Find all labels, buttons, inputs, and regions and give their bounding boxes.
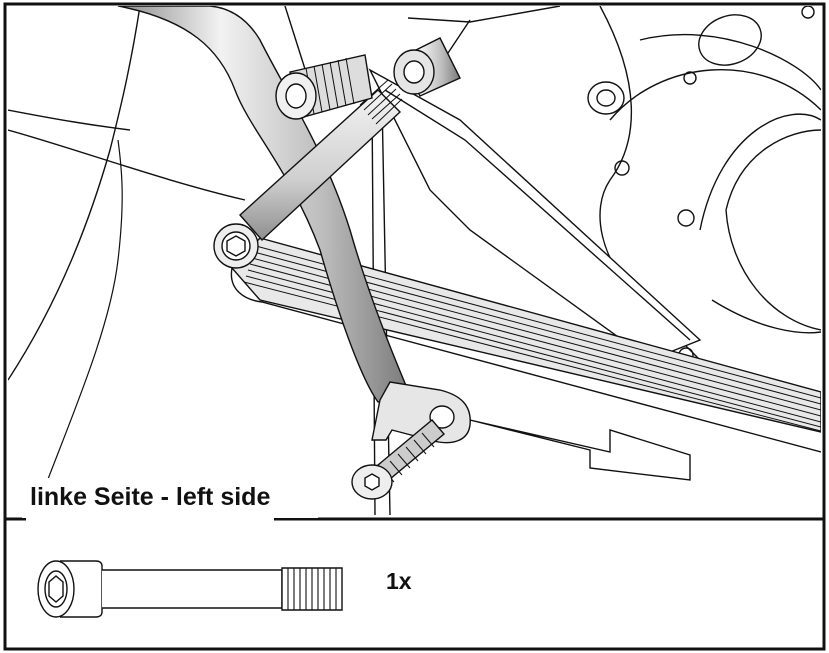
motorcycle-side-view bbox=[8, 6, 821, 516]
engine-cover-ring bbox=[609, 33, 821, 334]
footboard-base bbox=[230, 267, 821, 453]
bolt-hole bbox=[596, 89, 616, 107]
threaded-stud bbox=[275, 54, 373, 120]
outer-border bbox=[3, 2, 826, 651]
engine-lobe bbox=[698, 14, 762, 66]
lower-mount-tab bbox=[371, 381, 471, 444]
bolt-hole bbox=[587, 81, 625, 115]
spacer-sleeve bbox=[393, 37, 461, 97]
footboard-ribs bbox=[243, 245, 821, 432]
bolt-hole bbox=[801, 6, 815, 19]
fender-arc bbox=[8, 6, 141, 381]
crash-bar-tube bbox=[117, 6, 411, 403]
bolt-hole bbox=[677, 209, 695, 227]
tire-curve-2 bbox=[8, 109, 131, 131]
tire-curve bbox=[8, 129, 246, 201]
mounting-bolt bbox=[213, 79, 403, 269]
button-head-bolt bbox=[351, 419, 445, 500]
bolt-hole bbox=[614, 160, 630, 176]
wheel-arc bbox=[39, 139, 123, 501]
bolt-hole bbox=[683, 71, 697, 85]
diagram-caption: linke Seite - left side bbox=[26, 478, 275, 522]
socket-head-cap-screw-icon bbox=[37, 560, 343, 618]
engine-cover-inner bbox=[725, 129, 821, 331]
bracket-plate-edge bbox=[384, 89, 691, 341]
part-quantity: 1x bbox=[386, 568, 412, 594]
lower-bracket bbox=[469, 419, 691, 481]
